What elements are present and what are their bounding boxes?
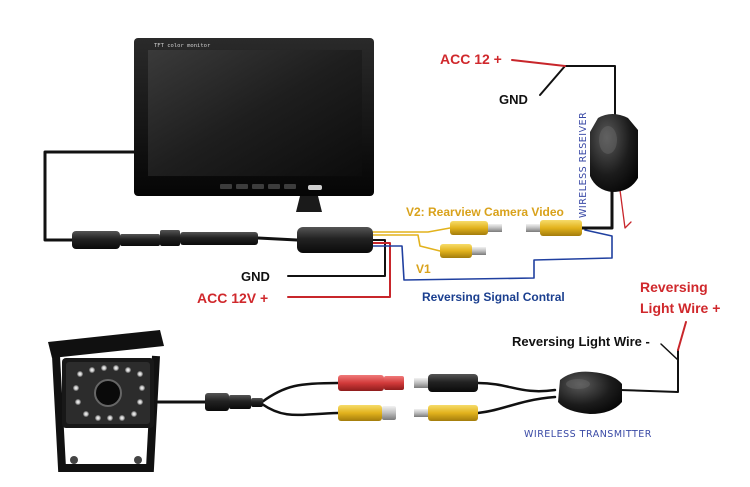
- tx-video-cable: [476, 395, 557, 415]
- aviation-plug-c: [251, 398, 263, 407]
- acc-12v-wire: [287, 242, 391, 298]
- reversing-signal-wire: [371, 229, 613, 281]
- monitor-button[interactable]: [252, 184, 264, 189]
- wireless-transmitter-label: WIRELESS TRANSMITTER: [524, 429, 652, 440]
- split-bottom: [260, 402, 340, 417]
- transmitter-box: [558, 371, 622, 414]
- v2-wire: [371, 227, 451, 233]
- v1-wire: [371, 234, 441, 252]
- camera-connectors: [205, 374, 478, 421]
- wireless-receiver: WIRELESS RESEIVER: [578, 112, 638, 218]
- tx-power-cable: [476, 381, 557, 393]
- v1-label: V1: [416, 262, 431, 276]
- v1-rca-tip: [472, 247, 486, 255]
- receiver-acc-lead: [511, 59, 566, 67]
- light-wire-plus: [677, 321, 687, 351]
- receiver-highlight: [599, 126, 617, 154]
- gnd-top-label: GND: [499, 92, 528, 107]
- plug-right: [180, 232, 258, 245]
- monitor-button[interactable]: [236, 184, 248, 189]
- light-wire-minus: [660, 343, 679, 361]
- reversing-light-plus-label-1: Reversing: [640, 279, 708, 295]
- monitor-cable: [43, 150, 148, 242]
- reversing-light-plus-label-2: Light Wire +: [640, 300, 720, 316]
- aviation-plug-b: [229, 395, 251, 409]
- extension-connectors: [72, 227, 373, 253]
- harness-housing: [297, 227, 373, 253]
- rear-camera: [48, 330, 164, 472]
- tx-rca-tip: [414, 409, 428, 417]
- camera-rca-mouth: [382, 406, 396, 420]
- rca-monitor-side: [440, 220, 582, 258]
- receiver-cable: [578, 188, 614, 230]
- plug-mid: [160, 230, 180, 246]
- labels: ACC 12 + GND V2: Rearview Camera Video V…: [197, 51, 720, 349]
- monitor-button[interactable]: [220, 184, 232, 189]
- monitor-brand-text: TFT color monitor: [154, 43, 211, 49]
- camera-leds: [73, 365, 145, 421]
- wires: [43, 59, 687, 417]
- split-top: [260, 381, 340, 404]
- v2-rca-body: [450, 221, 488, 235]
- transmitter-highlight: [566, 379, 590, 389]
- camera-hood: [48, 330, 164, 358]
- monitor-button[interactable]: [284, 184, 296, 189]
- gnd-wire: [287, 239, 386, 277]
- aviation-plug-a: [205, 393, 229, 411]
- v2-video-label: V2: Rearview Camera Video: [406, 205, 564, 219]
- reversing-signal-label: Reversing Signal Contral: [422, 290, 565, 304]
- monitor-buttons: [220, 184, 322, 190]
- monitor: TFT color monitor: [134, 38, 374, 212]
- monitor-stand: [296, 196, 322, 212]
- receiver-box: [590, 114, 638, 192]
- plug-left-ring: [120, 234, 160, 246]
- camera-lens: [94, 379, 122, 407]
- camera-screw: [134, 456, 142, 464]
- dc-female-red-mouth: [384, 376, 404, 390]
- receiver-rca-body: [540, 220, 582, 236]
- monitor-button[interactable]: [268, 184, 280, 189]
- plug-left: [72, 231, 120, 249]
- acc12-top-label: ACC 12 +: [440, 51, 502, 67]
- reversing-light-minus-label: Reversing Light Wire -: [512, 334, 650, 349]
- receiver-antenna-lead: [619, 189, 632, 229]
- wireless-transmitter: WIRELESS TRANSMITTER: [524, 371, 652, 440]
- acc12v-label: ACC 12V +: [197, 290, 268, 306]
- power-button[interactable]: [308, 185, 322, 190]
- dc-male-body: [428, 374, 478, 392]
- receiver-rca-tip: [526, 224, 540, 232]
- camera-rca-body: [338, 405, 382, 421]
- dc-male-tip: [414, 378, 428, 388]
- dc-female-red: [338, 375, 384, 391]
- gnd-mid-label: GND: [241, 269, 270, 284]
- tx-light-cable: [619, 349, 679, 393]
- wireless-receiver-label: WIRELESS RESEIVER: [578, 112, 589, 218]
- extension-cable: [256, 236, 299, 242]
- receiver-gnd-lead: [539, 65, 616, 116]
- tx-rca-body: [428, 405, 478, 421]
- v2-rca-tip: [488, 224, 502, 232]
- camera-screw: [70, 456, 78, 464]
- v1-rca-body: [440, 244, 472, 258]
- monitor-screen: [148, 50, 362, 176]
